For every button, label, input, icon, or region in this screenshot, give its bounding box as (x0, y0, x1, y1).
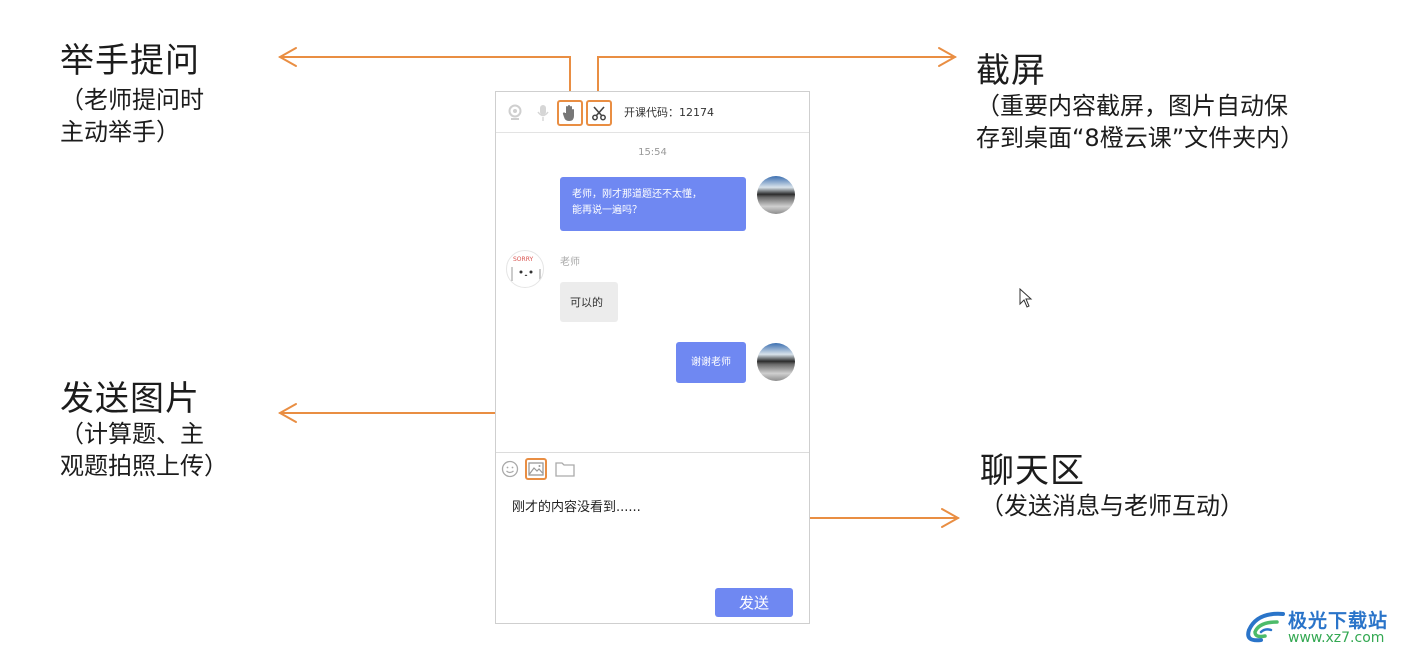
message-text: 能再说一遍吗？ (572, 205, 642, 216)
file-button[interactable] (554, 458, 576, 480)
callout-desc: （重要内容截屏，图片自动保 (976, 92, 1288, 120)
watermark: 极光下载站 www.xz7.com (1243, 604, 1403, 652)
callout-chat-area: 聊天区 （发送消息与老师互动） (980, 452, 1360, 522)
message-timestamp: 15:54 (638, 147, 667, 158)
message-bubble-self: 老师，刚才那道题还不太懂， 能再说一遍吗？ (560, 177, 746, 231)
microphone-icon[interactable] (530, 100, 556, 126)
watermark-name: 极光下载站 (1288, 610, 1389, 632)
svg-text:SORRY: SORRY (513, 256, 533, 263)
callout-screenshot: 截屏 （重要内容截屏，图片自动保 存到桌面“8橙云课”文件夹内） (976, 52, 1403, 154)
emoji-icon (501, 460, 519, 478)
class-code-label: 开课代码：12174 (624, 106, 714, 119)
message-bubble-self: 谢谢老师 (676, 342, 746, 383)
callout-raise-hand: 举手提问 （老师提问时 主动举手） (60, 42, 290, 148)
send-image-button[interactable] (525, 458, 547, 480)
callout-desc: 观题拍照上传） (60, 452, 228, 480)
avatar-teacher[interactable]: SORRY (506, 250, 544, 288)
avatar-self[interactable] (757, 176, 795, 214)
message-input-area: 刚才的内容没看到...... 发送 (496, 452, 809, 624)
raise-hand-icon (562, 105, 574, 121)
watermark-logo-icon (1246, 611, 1285, 643)
message-text: 可以的 (570, 296, 603, 309)
arrow-screenshot (597, 56, 956, 100)
arrow-raise-hand (279, 56, 571, 100)
chat-toolbar: 开课代码：12174 (496, 92, 809, 133)
message-bubble-teacher: 可以的 (560, 282, 618, 322)
chat-window: 开课代码：12174 15:54 老师，刚才那道题还不太懂， 能再说一遍吗？ S… (495, 91, 810, 624)
mouse-cursor-icon (1019, 288, 1033, 308)
callout-desc: 主动举手） (60, 118, 180, 146)
callout-desc: （发送消息与老师互动） (980, 492, 1244, 520)
scissors-icon (592, 106, 606, 121)
message-text: 老师，刚才那道题还不太懂， (572, 189, 702, 200)
callout-title: 聊天区 (980, 451, 1085, 491)
raise-hand-button[interactable] (557, 100, 583, 126)
callout-title: 截屏 (976, 51, 1046, 91)
avatar-self[interactable] (757, 343, 795, 381)
callout-desc: 存到桌面“8橙云课”文件夹内） (976, 124, 1305, 152)
callout-send-image: 发送图片 （计算题、主 观题拍照上传） (60, 380, 300, 482)
callout-desc: （计算题、主 (60, 420, 204, 448)
screenshot-button[interactable] (586, 100, 612, 126)
callout-title: 举手提问 (60, 41, 200, 81)
callout-desc: （老师提问时 (60, 86, 204, 114)
message-input[interactable]: 刚才的内容没看到...... (512, 499, 652, 549)
watermark-url: www.xz7.com (1288, 630, 1385, 646)
send-button[interactable]: 发送 (715, 588, 793, 617)
camera-icon[interactable] (502, 100, 528, 126)
callout-title: 发送图片 (60, 379, 200, 419)
message-text: 谢谢老师 (691, 356, 731, 368)
image-icon (528, 462, 544, 476)
folder-icon (555, 462, 575, 477)
sender-name: 老师 (560, 257, 580, 268)
emoji-button[interactable] (499, 458, 521, 480)
